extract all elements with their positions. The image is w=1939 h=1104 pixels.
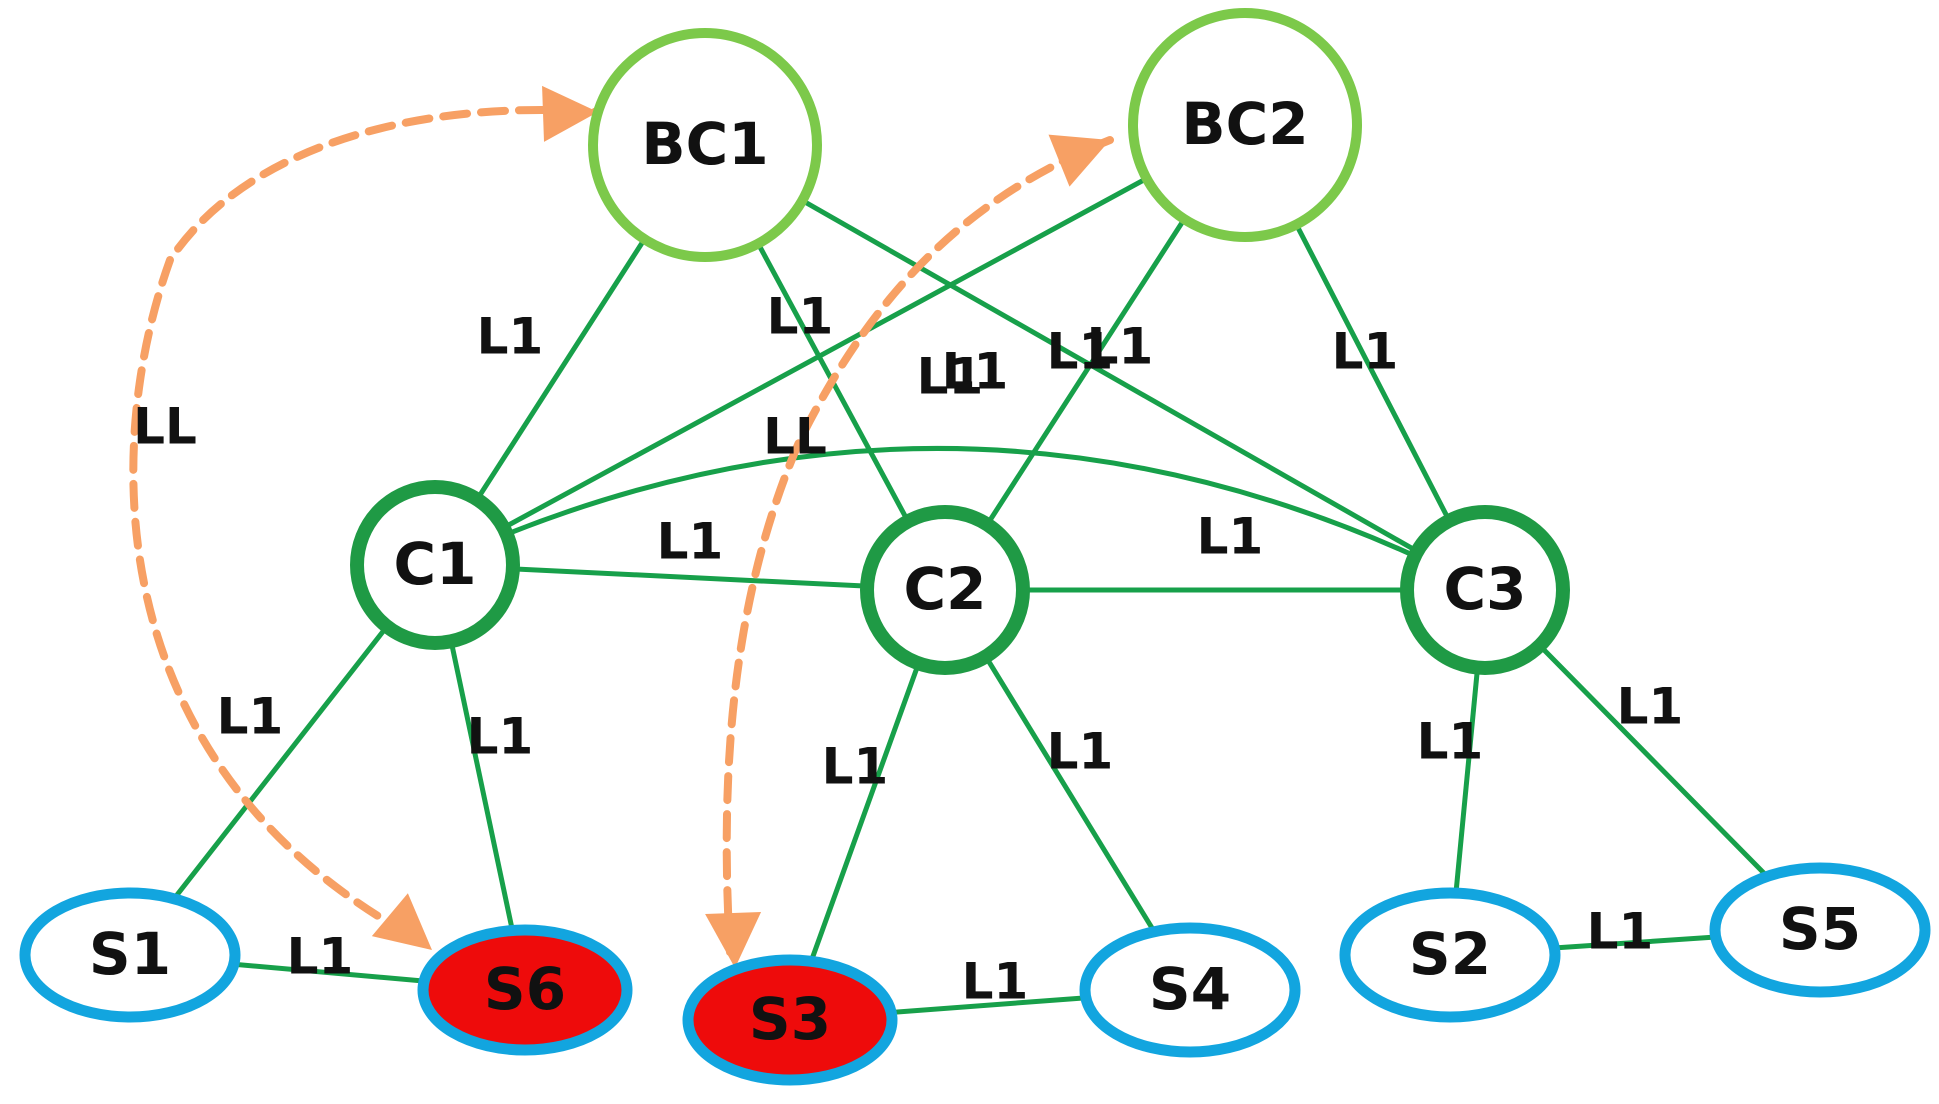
long-link-label-s3-bc2: LL [763, 408, 827, 466]
long-link-arrowhead-bc2 [1048, 134, 1110, 187]
node-s2-shape [1339, 887, 1561, 1023]
node-s1-label: S1 [89, 920, 171, 988]
node-bc1: BC1 [588, 28, 822, 262]
edge-label-c3-s2: L1 [1417, 713, 1484, 771]
edge-label-bc2-c1: L1 [917, 348, 984, 406]
node-c2: C2 [860, 505, 1030, 675]
node-c1-label: C1 [394, 530, 477, 598]
long-links-layer [129, 85, 1114, 968]
node-s1-shape [19, 887, 241, 1023]
edge-label-bc1-c2: L1 [767, 288, 834, 346]
node-s5: S5 [1709, 862, 1931, 998]
node-s6-label: S6 [484, 955, 566, 1023]
node-s5-shape [1709, 862, 1931, 998]
node-s3-label: S3 [749, 985, 831, 1053]
long-link-arrowhead-s6 [371, 893, 432, 950]
edge-label-c1-c3: L1 [942, 343, 1009, 401]
edge-label-bc1-c1: L1 [477, 308, 544, 366]
node-c3-label: C3 [1444, 555, 1527, 623]
node-c3: C3 [1400, 505, 1570, 675]
node-s4-shape [1079, 922, 1301, 1058]
node-s3: S3 [682, 954, 898, 1086]
long-link-label-s6-bc1: LL [133, 398, 197, 456]
node-s3-shape [682, 954, 898, 1086]
edge-label-c1-s6: L1 [467, 708, 534, 766]
node-s5-label: S5 [1779, 895, 1861, 963]
node-s6-shape [417, 924, 633, 1056]
edge-bc1-c3 [703, 142, 1487, 593]
node-bc2: BC2 [1128, 8, 1362, 242]
node-s6: S6 [417, 924, 633, 1056]
long-link-arrowhead-bc1 [542, 85, 598, 142]
edge-label-c2-c3: L1 [1197, 508, 1264, 566]
node-bc2-label: BC2 [1181, 90, 1308, 158]
node-bc2-shape [1128, 8, 1362, 242]
edge-label-s2-s5: L1 [1587, 903, 1654, 961]
node-s2: S2 [1339, 887, 1561, 1023]
node-c1: C1 [350, 480, 520, 650]
long-link-arrowhead-s3 [705, 912, 762, 968]
edge-label-c1-s1: L1 [217, 688, 284, 746]
edge-label-s3-s4: L1 [962, 953, 1029, 1011]
edge-label-c2-s4: L1 [1047, 723, 1114, 781]
node-bc1-shape [588, 28, 822, 262]
edge-label-c3-s5: L1 [1617, 678, 1684, 736]
long-link-s3-bc2 [722, 136, 1114, 956]
edge-c1-c2 [434, 562, 946, 593]
node-s1: S1 [19, 887, 241, 1023]
node-c3-shape [1400, 505, 1570, 675]
node-c2-shape [860, 505, 1030, 675]
edge-label-c1-c2: L1 [657, 513, 724, 571]
long-link-s6-bc1 [129, 106, 602, 939]
node-s2-label: S2 [1409, 920, 1491, 988]
node-c2-label: C2 [904, 555, 987, 623]
edge-label-c2-s3: L1 [822, 738, 889, 796]
edge-c1-c3 [433, 445, 1487, 593]
node-bc1-label: BC1 [641, 110, 768, 178]
edge-label-bc2-c2: L1 [1087, 318, 1154, 376]
node-s4-label: S4 [1149, 955, 1231, 1023]
edge-bc2-c1 [433, 122, 1247, 568]
edge-label-bc1-c3: L1 [1047, 323, 1114, 381]
node-s4: S4 [1079, 922, 1301, 1058]
edge-label-bc2-c3: L1 [1332, 323, 1399, 381]
node-c1-shape [350, 480, 520, 650]
edge-label-s1-s6: L1 [287, 928, 354, 986]
